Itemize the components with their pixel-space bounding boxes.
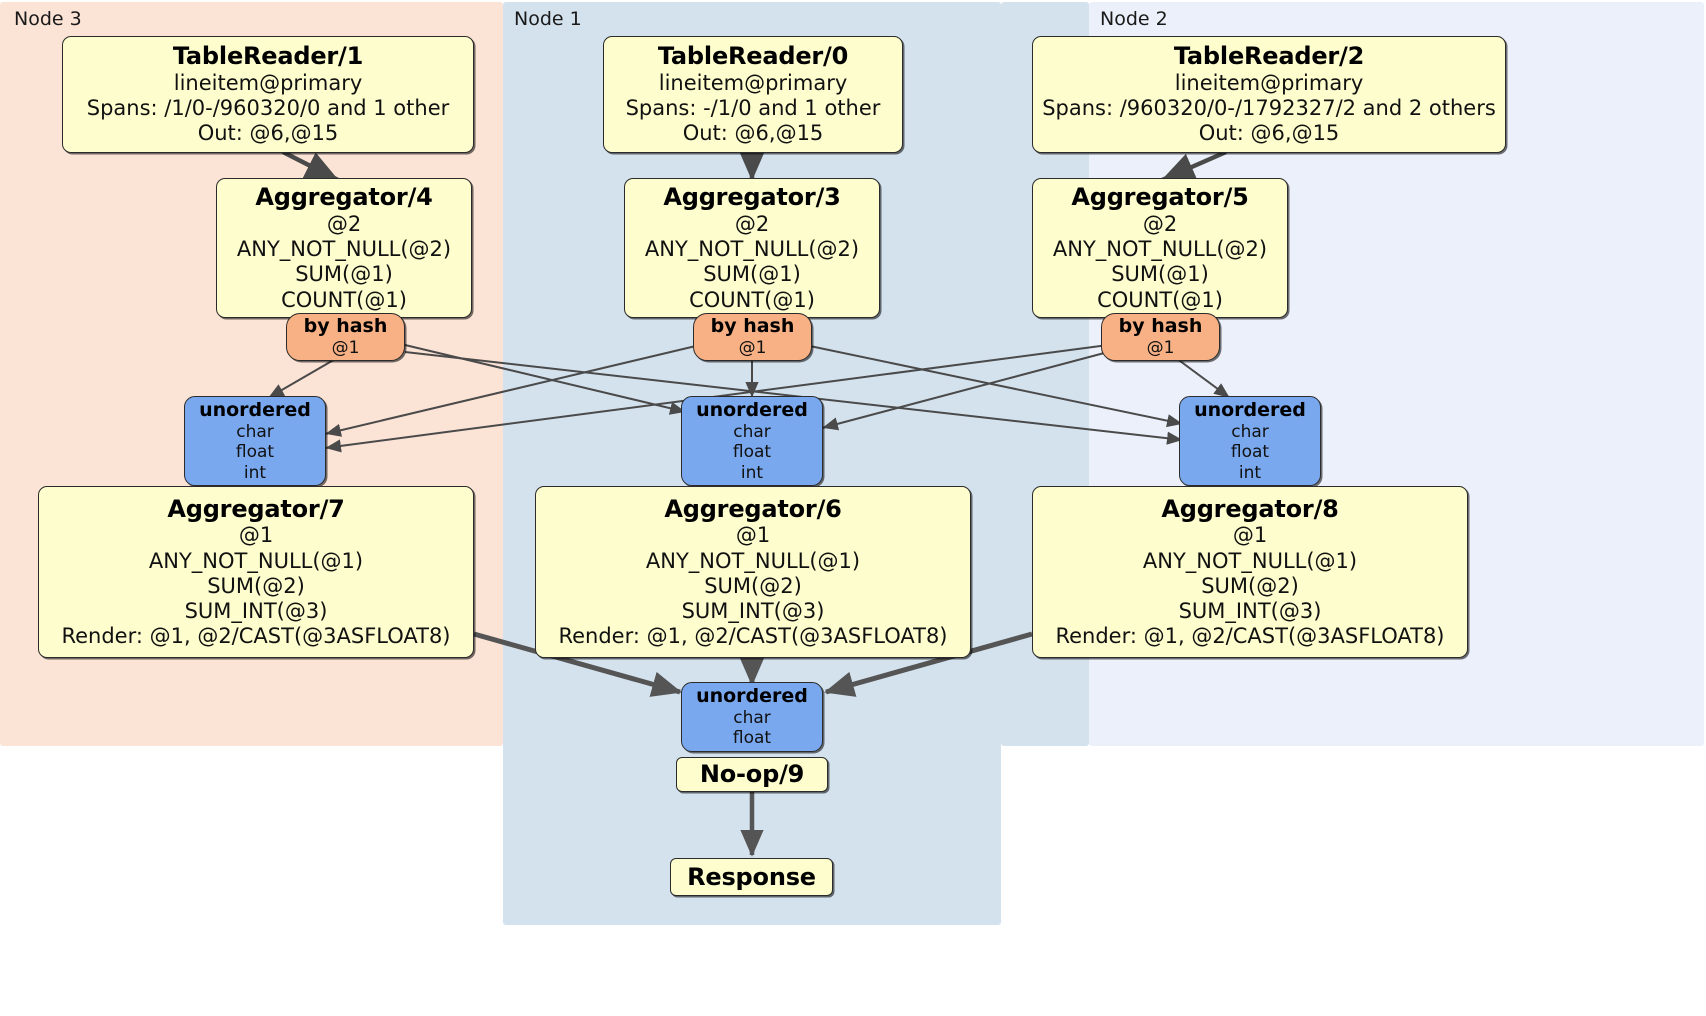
- processor-aggregator-3[interactable]: Aggregator/3 @2 ANY_NOT_NULL(@2) SUM(@1)…: [624, 178, 880, 318]
- synchronizer-unordered-right[interactable]: unordered char float int: [1179, 396, 1321, 486]
- processor-func: ANY_NOT_NULL(@1): [645, 548, 861, 573]
- processor-func: SUM_INT(@3): [1178, 598, 1322, 623]
- synchronizer-unordered-final[interactable]: unordered char float: [681, 682, 823, 752]
- processor-func: ANY_NOT_NULL(@2): [644, 237, 860, 262]
- processor-func: SUM_INT(@3): [681, 598, 825, 623]
- processor-render: Render: @1, @2/CAST(@3ASFLOAT8): [558, 624, 948, 649]
- processor-spans: Spans: -/1/0 and 1 other: [625, 96, 881, 121]
- router-title: by hash: [1118, 315, 1203, 338]
- router-title: by hash: [710, 315, 795, 338]
- processor-func: SUM(@1): [703, 262, 801, 287]
- processor-func: SUM(@2): [207, 573, 305, 598]
- processor-title: Aggregator/3: [663, 183, 841, 212]
- synchronizer-type: int: [243, 462, 267, 483]
- processor-title: TableReader/1: [172, 42, 364, 71]
- processor-group: @2: [1142, 212, 1178, 237]
- synchronizer-type: char: [733, 421, 771, 442]
- processor-aggregator-7[interactable]: Aggregator/7 @1 ANY_NOT_NULL(@1) SUM(@2)…: [38, 486, 474, 658]
- processor-aggregator-5[interactable]: Aggregator/5 @2 ANY_NOT_NULL(@2) SUM(@1)…: [1032, 178, 1288, 318]
- synchronizer-type: float: [1230, 442, 1270, 463]
- synchronizer-type: char: [1231, 421, 1269, 442]
- processor-func: SUM(@2): [1201, 573, 1299, 598]
- synchronizer-title: unordered: [1194, 399, 1306, 422]
- synchronizer-unordered-left[interactable]: unordered char float int: [184, 396, 326, 486]
- processor-response[interactable]: Response: [670, 858, 833, 896]
- processor-func: SUM(@1): [1111, 262, 1209, 287]
- processor-table: lineitem@primary: [1174, 71, 1364, 96]
- processor-title: Aggregator/7: [167, 494, 345, 523]
- synchronizer-title: unordered: [199, 399, 311, 422]
- router-title: by hash: [303, 315, 388, 338]
- processor-out: Out: @6,@15: [682, 121, 824, 146]
- processor-out: Out: @6,@15: [197, 121, 339, 146]
- processor-title: Aggregator/6: [664, 494, 842, 523]
- processor-title: No-op/9: [699, 760, 805, 789]
- synchronizer-type: int: [1238, 462, 1262, 483]
- synchronizer-type: float: [732, 442, 772, 463]
- processor-aggregator-6[interactable]: Aggregator/6 @1 ANY_NOT_NULL(@1) SUM(@2)…: [535, 486, 971, 658]
- processor-render: Render: @1, @2/CAST(@3ASFLOAT8): [1055, 624, 1445, 649]
- processor-group: @1: [1232, 523, 1268, 548]
- processor-title: Aggregator/5: [1071, 183, 1249, 212]
- processor-func: COUNT(@1): [1097, 287, 1223, 312]
- synchronizer-title: unordered: [696, 399, 808, 422]
- synchronizer-type: float: [235, 442, 275, 463]
- processor-func: ANY_NOT_NULL(@1): [1142, 548, 1358, 573]
- processor-aggregator-8[interactable]: Aggregator/8 @1 ANY_NOT_NULL(@1) SUM(@2)…: [1032, 486, 1468, 658]
- processor-table-reader-1[interactable]: TableReader/1 lineitem@primary Spans: /1…: [62, 36, 474, 153]
- processor-func: ANY_NOT_NULL(@1): [148, 548, 364, 573]
- router-detail: @1: [738, 338, 767, 359]
- processor-no-op-9[interactable]: No-op/9: [676, 757, 828, 792]
- node-panel-label-node2: Node 2: [1100, 8, 1168, 30]
- processor-func: SUM_INT(@3): [184, 598, 328, 623]
- router-detail: @1: [1146, 338, 1175, 359]
- router-by-hash-center[interactable]: by hash @1: [693, 313, 812, 361]
- synchronizer-type: float: [732, 728, 772, 749]
- processor-func: ANY_NOT_NULL(@2): [236, 237, 452, 262]
- processor-out: Out: @6,@15: [1198, 121, 1340, 146]
- synchronizer-type: int: [740, 462, 764, 483]
- processor-func: COUNT(@1): [689, 287, 815, 312]
- processor-group: @2: [326, 212, 362, 237]
- processor-table-reader-0[interactable]: TableReader/0 lineitem@primary Spans: -/…: [603, 36, 903, 153]
- synchronizer-title: unordered: [696, 685, 808, 708]
- synchronizer-type: char: [733, 708, 771, 728]
- processor-title: TableReader/2: [1173, 42, 1365, 71]
- processor-table: lineitem@primary: [173, 71, 363, 96]
- router-by-hash-right[interactable]: by hash @1: [1101, 313, 1220, 361]
- processor-title: Response: [687, 862, 816, 891]
- processor-group: @1: [238, 523, 274, 548]
- processor-title: TableReader/0: [657, 42, 849, 71]
- processor-func: COUNT(@1): [281, 287, 407, 312]
- processor-title: Aggregator/4: [255, 183, 433, 212]
- processor-func: SUM(@2): [704, 573, 802, 598]
- processor-func: SUM(@1): [295, 262, 393, 287]
- node-panel-label-node1: Node 1: [514, 8, 582, 30]
- router-by-hash-left[interactable]: by hash @1: [286, 313, 405, 361]
- processor-render: Render: @1, @2/CAST(@3ASFLOAT8): [61, 624, 451, 649]
- processor-spans: Spans: /1/0-/960320/0 and 1 other: [86, 96, 450, 121]
- processor-group: @1: [735, 523, 771, 548]
- processor-title: Aggregator/8: [1161, 494, 1339, 523]
- processor-func: ANY_NOT_NULL(@2): [1052, 237, 1268, 262]
- node-panel-label-node3: Node 3: [14, 8, 82, 30]
- processor-aggregator-4[interactable]: Aggregator/4 @2 ANY_NOT_NULL(@2) SUM(@1)…: [216, 178, 472, 318]
- processor-group: @2: [734, 212, 770, 237]
- processor-table: lineitem@primary: [658, 71, 848, 96]
- synchronizer-unordered-center[interactable]: unordered char float int: [681, 396, 823, 486]
- processor-spans: Spans: /960320/0-/1792327/2 and 2 others: [1042, 96, 1496, 121]
- router-detail: @1: [331, 338, 360, 359]
- processor-table-reader-2[interactable]: TableReader/2 lineitem@primary Spans: /9…: [1032, 36, 1506, 153]
- synchronizer-type: char: [236, 421, 274, 442]
